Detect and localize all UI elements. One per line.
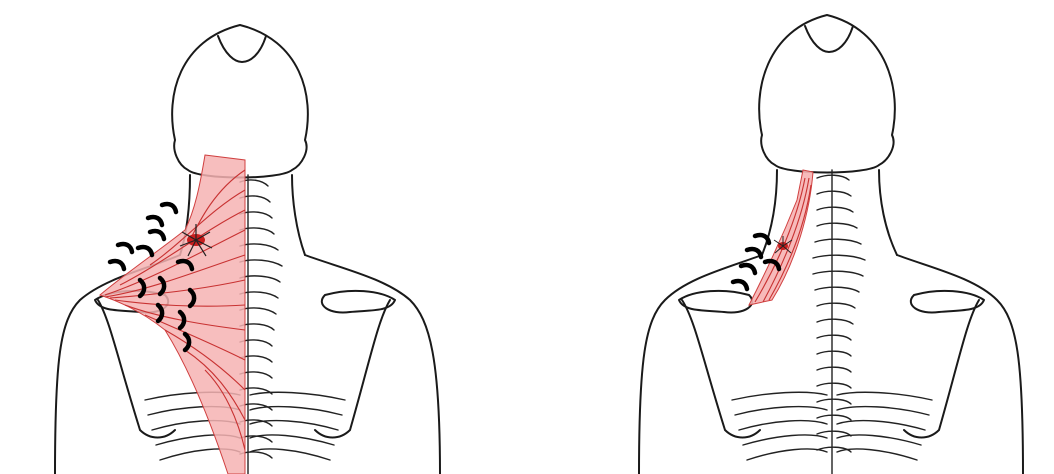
anatomy-figure-left: [0, 0, 527, 474]
left-scapula: [682, 300, 760, 438]
hairline: [218, 36, 266, 62]
back-anatomy-illustration-left: [0, 0, 527, 474]
left-shoulder: [639, 255, 762, 474]
left-acromion: [679, 291, 752, 313]
hairline: [805, 26, 853, 52]
anatomy-figure-right: [527, 0, 1054, 474]
back-anatomy-illustration-right: [527, 0, 1054, 474]
right-acromion: [911, 291, 984, 313]
spine-vertebrae: [240, 175, 282, 474]
right-shoulder: [305, 255, 440, 474]
levator-scapulae-muscle: [749, 170, 813, 305]
spine-vertebrae: [813, 170, 865, 474]
head-outline: [172, 25, 308, 178]
right-scapula: [904, 300, 979, 438]
trapezius-muscle: [100, 155, 245, 474]
head-outline: [759, 15, 895, 173]
right-scapula: [315, 300, 390, 438]
right-shoulder: [897, 255, 1023, 474]
right-acromion: [322, 291, 395, 313]
